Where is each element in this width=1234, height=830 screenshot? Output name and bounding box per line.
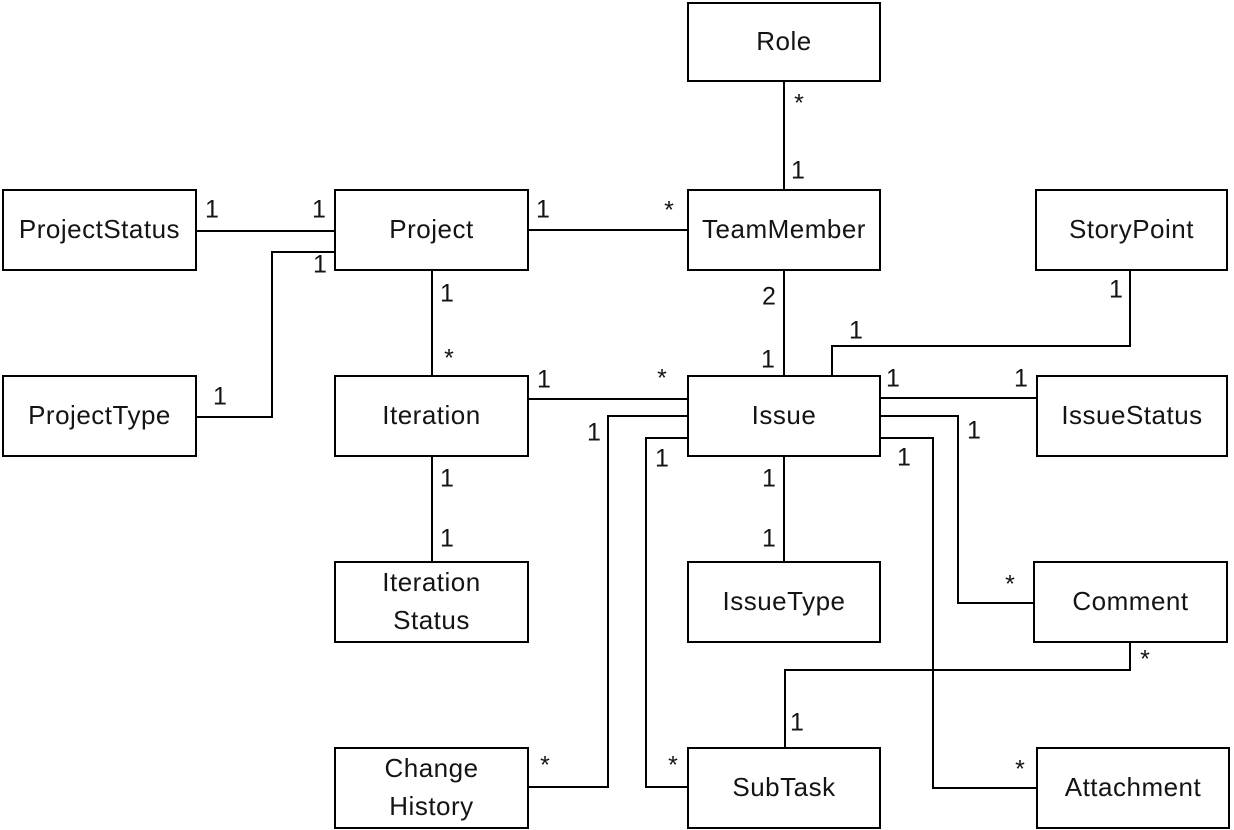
entity-label-story-point: StoryPoint [1069, 214, 1194, 245]
multiplicity-label-subtask--comment: 1 [790, 708, 804, 737]
relationship-line-issue--change-history [529, 415, 687, 788]
relationship-line-issue--subtask [645, 437, 687, 788]
entity-label-issue: Issue [751, 400, 817, 431]
entity-label-issue-type: IssueType [722, 586, 846, 617]
relationship-line-subtask--comment [784, 643, 1131, 747]
entity-label-comment: Comment [1072, 586, 1189, 617]
multiplicity-label-project--iteration: 1 [440, 279, 454, 308]
multiplicity-label-project--team-member: * [664, 196, 674, 225]
entity-team-member[interactable]: TeamMember [687, 189, 881, 271]
entity-story-point[interactable]: StoryPoint [1035, 189, 1228, 271]
multiplicity-label-team-member--issue: 1 [761, 345, 775, 374]
relationship-line-project-type--project [197, 251, 334, 418]
multiplicity-label-story-point--issue: 1 [1109, 275, 1123, 304]
entity-issue[interactable]: Issue [687, 375, 881, 457]
entity-label-iteration: Iteration [382, 400, 481, 431]
multiplicity-label-subtask--comment: * [1140, 645, 1150, 674]
entity-change-history[interactable]: Change History [334, 747, 529, 829]
multiplicity-label-iteration--issue: 1 [537, 365, 551, 394]
multiplicity-label-issue--attachment: * [1015, 755, 1025, 784]
entity-label-project: Project [389, 214, 474, 245]
multiplicity-label-issue--attachment: 1 [897, 443, 911, 472]
relationship-line-story-point--issue [831, 271, 1131, 375]
entity-attachment[interactable]: Attachment [1036, 747, 1230, 829]
entity-role[interactable]: Role [687, 2, 881, 82]
multiplicity-label-issue--change-history: * [540, 751, 550, 780]
entity-issue-type[interactable]: IssueType [687, 561, 881, 643]
multiplicity-label-project-type--project: 1 [313, 250, 327, 279]
multiplicity-label-issue--issue-type: 1 [762, 464, 776, 493]
multiplicity-label-issue--comment: 1 [967, 416, 981, 445]
multiplicity-label-team-member--issue: 2 [762, 282, 776, 311]
multiplicity-label-issue--subtask: 1 [655, 444, 669, 473]
entity-project-type[interactable]: ProjectType [2, 375, 197, 457]
entity-label-iteration-status: Iteration Status [382, 567, 481, 635]
entity-subtask[interactable]: SubTask [687, 747, 881, 829]
relationship-line-issue--attachment [881, 437, 1036, 789]
relationship-line-issue--comment [881, 415, 1033, 604]
multiplicity-label-iteration--iteration-status: 1 [440, 464, 454, 493]
multiplicity-label-issue--comment: * [1005, 570, 1015, 599]
multiplicity-label-issue--change-history: 1 [587, 418, 601, 447]
multiplicity-label-project-status--project: 1 [205, 195, 219, 224]
entity-label-issue-status: IssueStatus [1061, 400, 1203, 431]
entity-project[interactable]: Project [334, 189, 529, 271]
multiplicity-label-iteration--issue: * [657, 364, 667, 393]
entity-label-project-status: ProjectStatus [18, 214, 181, 245]
multiplicity-label-role--team-member: * [794, 89, 804, 118]
multiplicity-label-issue--issue-status: 1 [886, 364, 900, 393]
entity-comment[interactable]: Comment [1033, 561, 1228, 643]
multiplicity-label-story-point--issue: 1 [849, 316, 863, 345]
multiplicity-label-project--iteration: * [444, 344, 454, 373]
multiplicity-label-issue--issue-status: 1 [1014, 364, 1028, 393]
entity-iteration-status[interactable]: Iteration Status [334, 561, 529, 643]
entity-label-project-type: ProjectType [28, 400, 171, 431]
entity-label-team-member: TeamMember [702, 214, 866, 245]
entity-label-role: Role [756, 26, 812, 57]
entity-project-status[interactable]: ProjectStatus [2, 189, 197, 271]
multiplicity-label-issue--subtask: * [668, 751, 678, 780]
multiplicity-label-role--team-member: 1 [791, 156, 805, 185]
entity-iteration[interactable]: Iteration [334, 375, 529, 457]
multiplicity-label-project--team-member: 1 [536, 195, 550, 224]
entity-label-subtask: SubTask [732, 772, 836, 803]
multiplicity-label-issue--issue-type: 1 [762, 524, 776, 553]
entity-label-change-history: Change History [384, 753, 479, 821]
multiplicity-label-iteration--iteration-status: 1 [440, 524, 454, 553]
multiplicity-label-project-type--project: 1 [213, 382, 227, 411]
multiplicity-label-project-status--project: 1 [312, 195, 326, 224]
entity-label-attachment: Attachment [1064, 772, 1202, 803]
entity-issue-status[interactable]: IssueStatus [1036, 375, 1228, 457]
